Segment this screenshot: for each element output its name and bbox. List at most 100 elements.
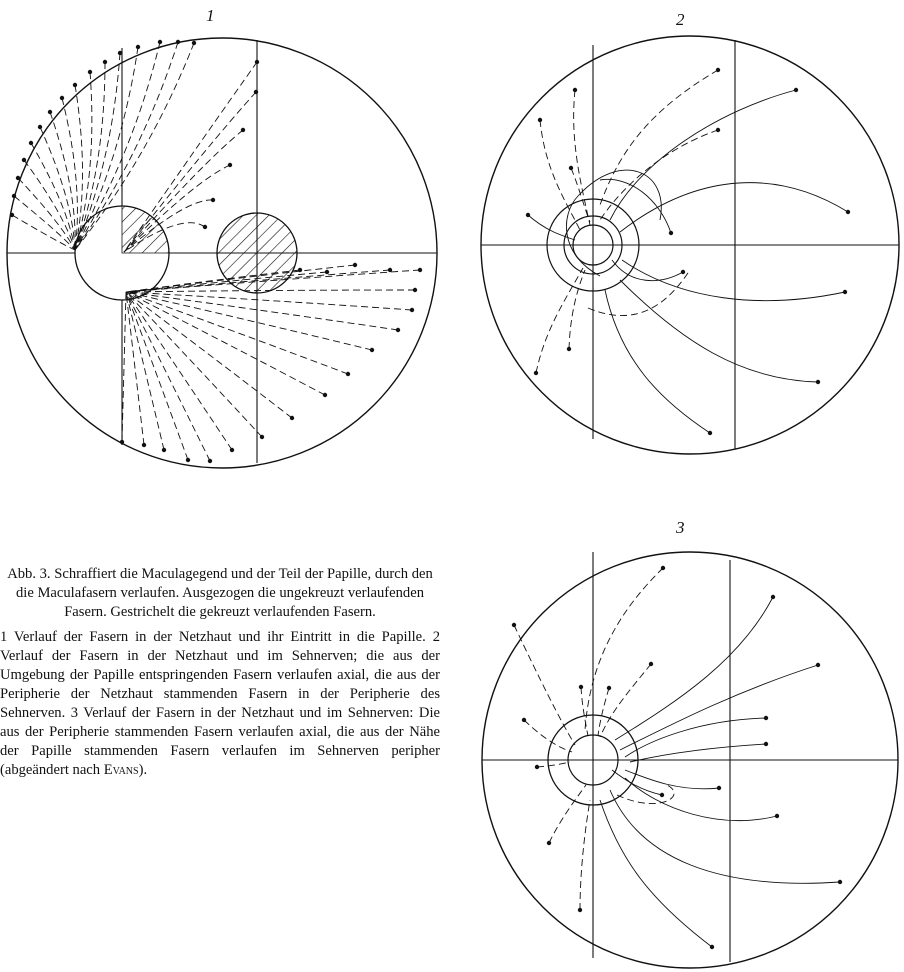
fiber-end-dot — [660, 565, 666, 571]
fiber-solid — [624, 777, 778, 821]
fiber-end-dot — [815, 379, 821, 385]
fiber-end-dot — [322, 392, 328, 398]
fiber-dashed — [74, 61, 106, 251]
fiber-dashed — [513, 624, 576, 746]
fiber-end-dot — [259, 434, 265, 440]
fiber-solid — [629, 743, 767, 763]
fiber-end-dot — [715, 67, 721, 73]
fiber-end-dot — [15, 175, 21, 181]
fiber-dashed — [49, 111, 76, 251]
fiber-end-dot — [648, 661, 654, 667]
fiber-dashed — [125, 291, 373, 351]
fiber-dashed — [125, 291, 165, 451]
fiber-end-dot — [668, 230, 674, 236]
fiber-end-dot — [412, 287, 418, 293]
fiber-end-dot — [161, 447, 167, 453]
optic-nerve-mid-2 — [563, 215, 623, 275]
fiber-dashed — [125, 291, 293, 419]
fiber-solid — [624, 769, 720, 790]
fiber-end-dot — [47, 109, 53, 115]
fiber-dashed — [539, 119, 581, 231]
fiber-end-dot — [815, 662, 821, 668]
fiber-end-dot — [770, 594, 776, 600]
fiber-solid — [527, 214, 576, 241]
fiber-dashed — [123, 61, 258, 253]
optic-nerve-outer-2 — [546, 198, 640, 292]
fiber-end-dot — [521, 717, 527, 723]
fiber-end-dot — [525, 212, 531, 218]
fiber-dashed — [579, 799, 591, 911]
fiber-dashed — [125, 291, 349, 375]
fiber-end-dot — [289, 415, 295, 421]
fiber-end-dot — [534, 764, 540, 770]
fiber-dashed — [616, 783, 675, 804]
caption-paragraph-1: Abb. 3. Schraffiert die Maculagegend und… — [7, 566, 433, 620]
fiber-solid — [604, 289, 711, 434]
fiber-dashed — [125, 291, 145, 446]
fiber-solid — [566, 195, 601, 277]
fiber-solid — [599, 178, 672, 234]
caption-paragraph-2-end: ). — [138, 762, 148, 778]
fiber-end-dot — [369, 347, 375, 353]
fiber-dashed — [599, 69, 719, 206]
fiber-dashed — [125, 291, 189, 461]
fiber-solid — [614, 596, 774, 741]
fiber-end-dot — [606, 685, 612, 691]
fiber-end-dot — [577, 907, 583, 913]
figure-number-1: 1 — [206, 6, 215, 25]
fiber-end-dot — [72, 82, 78, 88]
fiber-end-dot — [202, 224, 208, 230]
fiber-end-dot — [680, 269, 686, 275]
fiber-end-dot — [568, 165, 574, 171]
caption-paragraph-2-text: 1 Verlauf der Fasern in der Netzhaut und… — [0, 629, 440, 778]
figure-caption: Abb. 3. Schraffiert die Maculagegend und… — [0, 565, 440, 786]
fiber-end-dot — [533, 370, 539, 376]
fiber-end-dot — [253, 89, 259, 95]
fiber-end-dot — [185, 457, 191, 463]
optic-nerve-inner-3 — [567, 734, 619, 786]
fiber-group-1 — [9, 39, 423, 464]
fiber-dashed — [125, 289, 416, 293]
fiber-dashed — [125, 271, 328, 293]
fiber-end-dot — [709, 944, 715, 950]
fiber-end-dot — [537, 117, 543, 123]
fiber-solid — [621, 259, 846, 302]
fiber-end-dot — [87, 69, 93, 75]
diagram-2 — [480, 35, 900, 455]
fiber-dashed — [121, 291, 127, 443]
fiber-end-dot — [191, 40, 197, 46]
fiber-dashed — [74, 41, 161, 251]
fiber-dashed — [125, 291, 399, 331]
fiber-dashed — [599, 663, 652, 738]
fiber-end-dot — [659, 792, 665, 798]
fiber-end-dot — [572, 87, 578, 93]
fiber-end-dot — [837, 879, 843, 885]
fiber-dashed — [61, 97, 78, 251]
fiber-end-dot — [210, 197, 216, 203]
fiber-end-dot — [229, 447, 235, 453]
fiber-group-2 — [525, 67, 851, 436]
fiber-solid — [599, 799, 713, 948]
fiber-end-dot — [28, 140, 34, 146]
fiber-end-dot — [227, 162, 233, 168]
diagram-3 — [481, 551, 899, 969]
fiber-end-dot — [59, 95, 65, 101]
fiber-dashed — [535, 267, 584, 374]
fiber-end-dot — [254, 59, 260, 65]
fiber-solid — [619, 664, 819, 751]
fiber-dashed — [125, 291, 211, 462]
fiber-dashed — [123, 129, 244, 253]
fiber-solid — [619, 182, 849, 233]
fiber-dashed — [125, 291, 263, 438]
fiber-dashed — [30, 142, 76, 251]
fiber-end-dot — [21, 157, 27, 163]
fiber-dashed — [23, 159, 76, 251]
fiber-end-dot — [135, 44, 141, 50]
fiber-end-dot — [578, 684, 584, 690]
fiber-dashed — [123, 199, 214, 253]
fiber-dashed — [568, 269, 586, 350]
fiber-end-dot — [715, 127, 721, 133]
fiber-end-dot — [117, 50, 123, 56]
fiber-solid — [577, 169, 662, 221]
fiber-dashed — [573, 89, 591, 226]
